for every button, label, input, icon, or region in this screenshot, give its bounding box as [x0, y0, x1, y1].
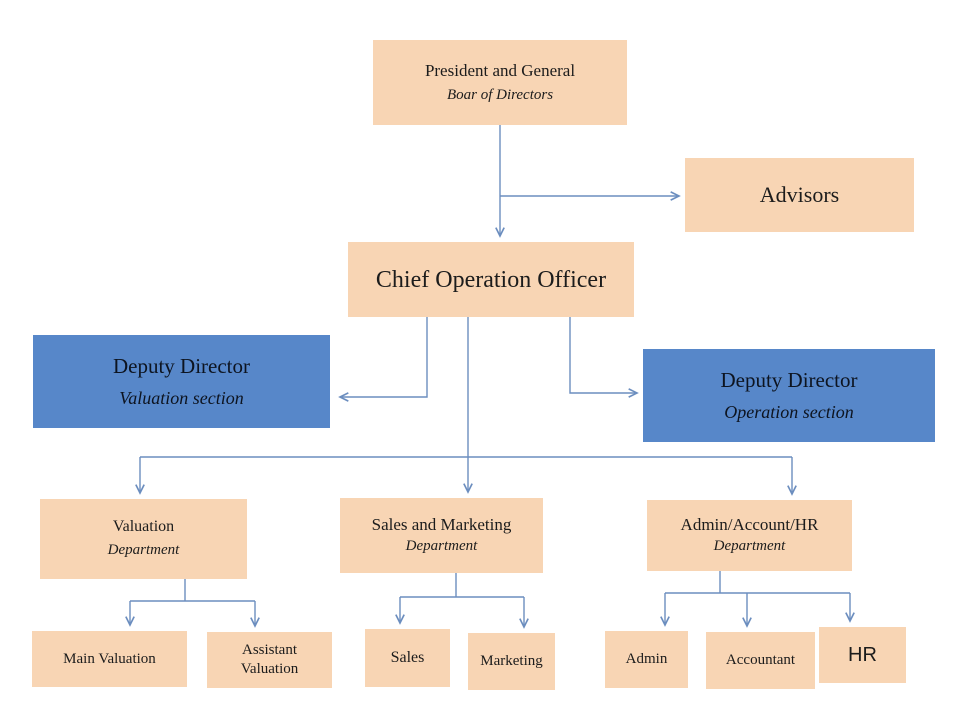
- sales-dept-subtitle: Department: [405, 538, 478, 555]
- edge-coo-deputy-operation: [569, 317, 637, 393]
- node-admin: Admin: [605, 631, 688, 688]
- admin-dept-title: Admin/Account/HR: [680, 515, 819, 535]
- edge-coo-deputy-valuation: [340, 317, 428, 397]
- admin-label: Admin: [625, 651, 668, 668]
- node-admin-account-hr-department: Admin/Account/HR Department: [647, 500, 852, 571]
- deputy-operation-subtitle: Operation section: [724, 401, 854, 422]
- deputy-operation-title: Deputy Director: [720, 367, 858, 392]
- advisors-label: Advisors: [759, 182, 840, 208]
- node-valuation-department: Valuation Department: [40, 499, 247, 579]
- marketing-label: Marketing: [480, 653, 543, 670]
- node-advisors: Advisors: [685, 158, 914, 232]
- coo-label: Chief Operation Officer: [375, 266, 607, 293]
- node-sales-marketing-department: Sales and Marketing Department: [340, 498, 543, 573]
- assistant-valuation-label: Assistant Valuation: [240, 642, 299, 677]
- sales-dept-title: Sales and Marketing: [371, 515, 512, 535]
- node-chief-operation-officer: Chief Operation Officer: [348, 242, 634, 317]
- node-deputy-director-valuation: Deputy Director Valuation section: [33, 335, 330, 428]
- admin-dept-subtitle: Department: [713, 538, 786, 555]
- accountant-label: Accountant: [725, 652, 796, 669]
- node-hr: HR: [819, 627, 906, 683]
- node-deputy-director-operation: Deputy Director Operation section: [643, 349, 935, 442]
- node-sales: Sales: [365, 629, 450, 687]
- node-president: President and General Boar of Directors: [373, 40, 627, 125]
- valuation-dept-title: Valuation: [112, 518, 175, 536]
- deputy-valuation-subtitle: Valuation section: [119, 387, 244, 408]
- node-assistant-valuation: Assistant Valuation: [207, 632, 332, 688]
- deputy-valuation-title: Deputy Director: [112, 353, 251, 378]
- node-marketing: Marketing: [468, 633, 555, 690]
- node-accountant: Accountant: [706, 632, 815, 689]
- hr-label: HR: [848, 643, 877, 666]
- president-subtitle: Boar of Directors: [446, 86, 554, 103]
- president-title: President and General: [424, 60, 576, 80]
- main-valuation-label: Main Valuation: [63, 650, 156, 667]
- sales-label: Sales: [390, 649, 425, 666]
- valuation-dept-subtitle: Department: [107, 542, 180, 559]
- node-main-valuation: Main Valuation: [32, 631, 187, 687]
